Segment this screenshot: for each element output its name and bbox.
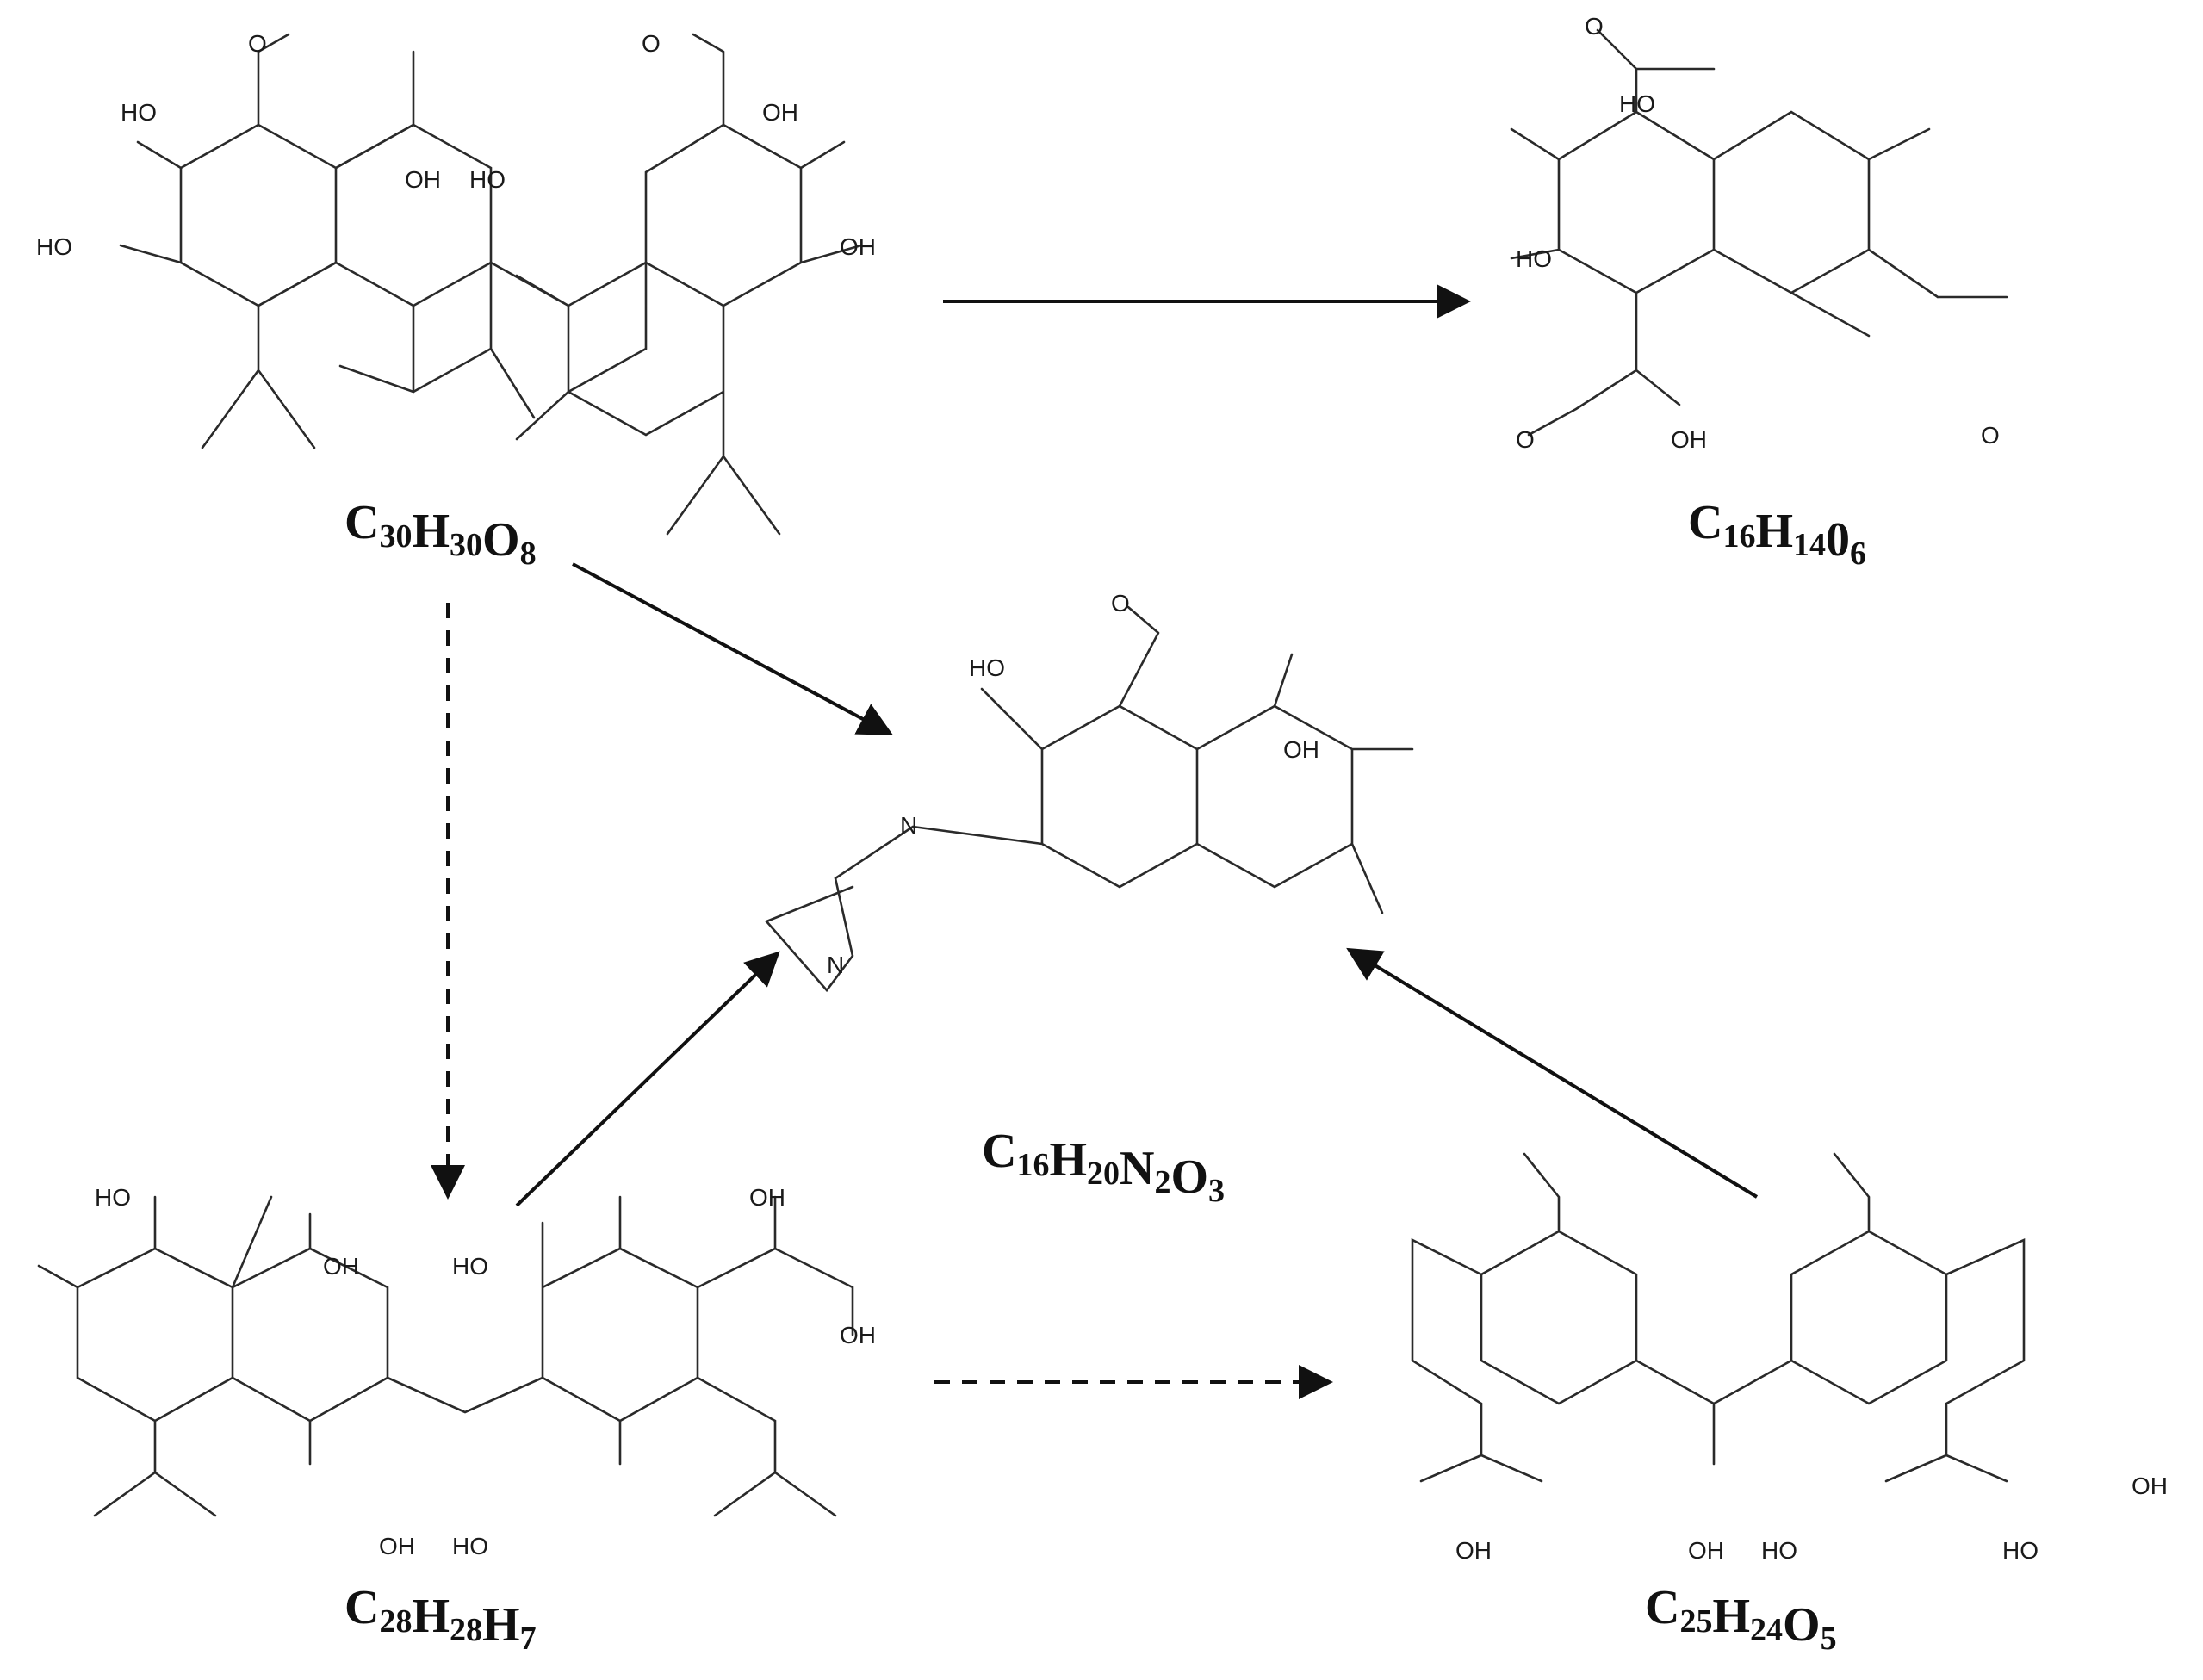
atom-label: OH — [749, 1184, 785, 1211]
atom-label: O — [1981, 422, 2000, 449]
formula-element: H — [482, 1598, 520, 1652]
formula-element: O — [1783, 1598, 1821, 1652]
atom-label: HO — [469, 166, 506, 193]
formula-subscript: 20 — [1087, 1156, 1120, 1192]
atom-label: HO — [95, 1184, 131, 1211]
atom-label: O — [1585, 13, 1604, 40]
formula-subscript: 16 — [1016, 1147, 1049, 1183]
bond — [489, 33, 863, 536]
atom-label: HO — [1619, 90, 1655, 117]
bond — [119, 33, 536, 419]
formula-element: H — [1755, 505, 1793, 558]
atom-label: HO — [1761, 1537, 1797, 1564]
atom-label: N — [827, 952, 844, 978]
atom-label: HO — [121, 99, 157, 126]
formula-element: H — [412, 1590, 450, 1643]
atom-label: HO — [452, 1253, 488, 1280]
bond — [37, 1195, 854, 1517]
formula-subscript: 7 — [520, 1621, 537, 1657]
formula-element: C — [1688, 496, 1722, 549]
bond — [1411, 1152, 2026, 1483]
formula-element: H — [412, 505, 450, 558]
formula-subscript: 8 — [520, 536, 537, 572]
atom-label: HO — [2002, 1537, 2039, 1564]
formula-subscript: 2 — [1154, 1164, 1170, 1200]
formula-c30: C30H30O8 — [344, 496, 537, 572]
atom-label: OH — [405, 166, 441, 193]
formula-c25: C25H24O5 — [1645, 1581, 1837, 1657]
formula-c16b: C16H20N2O3 — [982, 1125, 1225, 1209]
atom-label: OH — [1455, 1537, 1492, 1564]
atom-label: OH — [2132, 1472, 2168, 1499]
atom-label: HO — [36, 233, 72, 260]
formula-subscript: 5 — [1821, 1621, 1837, 1657]
atom-label: OH — [840, 1322, 876, 1348]
atom-label: OH — [323, 1253, 359, 1280]
bond — [764, 605, 1414, 993]
formula-subscript: 14 — [1793, 527, 1826, 563]
bond — [1510, 28, 2008, 437]
formula-element: C — [344, 496, 379, 549]
structure-c16a — [1510, 28, 2008, 437]
formula-subscript: 30 — [450, 527, 482, 563]
formula-c28: C28H28H7 — [344, 1581, 537, 1657]
formula-subscript: 25 — [1679, 1603, 1712, 1640]
atom-label: OH — [379, 1533, 415, 1559]
formula-subscript: 6 — [1850, 536, 1866, 572]
formula-element: H — [1712, 1590, 1750, 1643]
atom-label: HO — [1516, 245, 1552, 272]
arrow-c30-to-c16b — [572, 562, 894, 735]
formula-element: C — [982, 1125, 1016, 1178]
formula-subscript: 16 — [1722, 518, 1755, 555]
formula-element: C — [1645, 1581, 1679, 1634]
atom-label: O — [1111, 590, 1130, 617]
atom-label: OH — [762, 99, 798, 126]
formula-element: O — [482, 513, 520, 567]
formula-subscript: 30 — [379, 518, 412, 555]
formula-element: C — [344, 1581, 379, 1634]
atom-label: OH — [1671, 426, 1707, 453]
formula-subscript: 24 — [1750, 1612, 1783, 1648]
arrow-c28-to-c16b — [515, 951, 780, 1207]
formula-element: N — [1120, 1142, 1154, 1195]
formula-c16a: C16H1406 — [1688, 496, 1866, 572]
atom-label: O — [1516, 426, 1535, 453]
formula-element: H — [1049, 1133, 1087, 1187]
atom-label: HO — [969, 654, 1005, 681]
atom-label: OH — [1283, 736, 1319, 763]
structure-c16b — [764, 605, 1414, 993]
formula-subscript: 3 — [1208, 1173, 1225, 1209]
atom-label: HO — [452, 1533, 488, 1559]
atom-label: OH — [1688, 1537, 1724, 1564]
formula-element: 0 — [1826, 513, 1850, 567]
atom-label: OH — [840, 233, 876, 260]
atom-label: O — [642, 30, 661, 57]
formula-subscript: 28 — [379, 1603, 412, 1640]
formula-subscript: 28 — [450, 1612, 482, 1648]
bond — [179, 50, 493, 449]
formula-element: O — [1170, 1150, 1208, 1204]
atom-label: O — [248, 30, 267, 57]
structure-c30 — [119, 33, 863, 536]
structure-c25 — [1411, 1152, 2026, 1483]
arrow-c25-to-c16b — [1346, 947, 1759, 1199]
atom-label: N — [900, 812, 917, 839]
structure-c28 — [37, 1195, 854, 1517]
